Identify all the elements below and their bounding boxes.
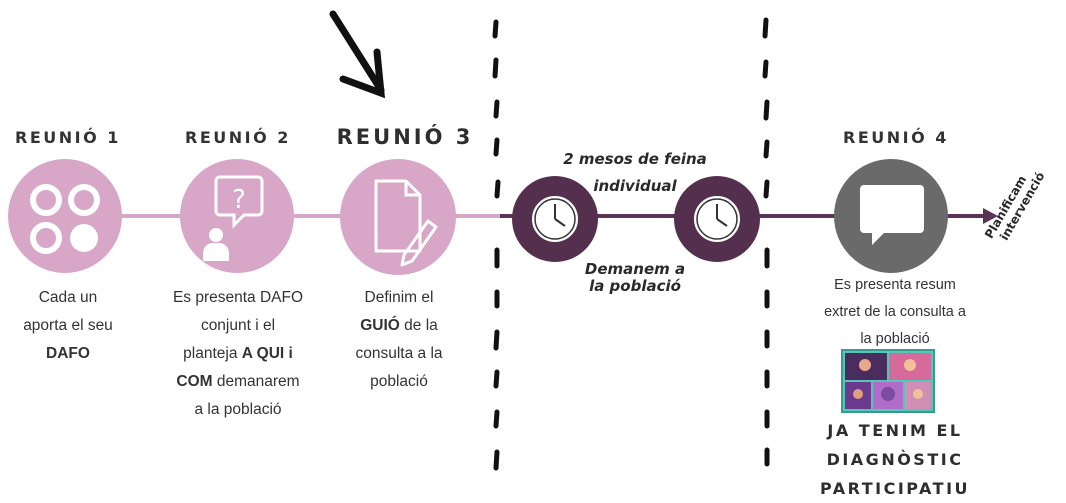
meeting-3-desc-line-1: Definim el	[364, 289, 434, 306]
clock-icon	[530, 194, 580, 244]
meeting-3-description: Definim el GUIÓ de la consulta a la pobl…	[326, 284, 472, 396]
circles-icon	[30, 184, 100, 254]
final-line-1: JA TENIM EL	[827, 421, 963, 440]
video-call-image	[841, 349, 935, 413]
period-line-1: 2 mesos de feina	[563, 150, 707, 168]
meeting-1-desc-line-1: Cada un	[38, 289, 98, 306]
final-text: JA TENIM EL DIAGNÒSTIC PARTICIPATIU	[780, 416, 1010, 503]
speech-bubble-icon	[860, 185, 924, 245]
meeting-4-circle	[834, 159, 948, 273]
period-line-2: individual	[593, 177, 677, 195]
clock-circle-1	[512, 176, 598, 262]
meeting-1-circle	[8, 159, 122, 273]
meeting-1-desc-line-2: aporta el seu	[23, 317, 113, 334]
video-call-illustration	[845, 353, 931, 409]
question-person-icon: ?	[203, 175, 264, 261]
clock-circle-2	[674, 176, 760, 262]
final-line-3: PARTICIPATIU	[819, 479, 971, 498]
meeting-4-title: REUNIÓ 4	[843, 128, 949, 147]
meeting-2-desc-line-3-bold: A QUI i	[241, 345, 293, 362]
timeline-arrowhead	[983, 208, 998, 224]
final-line-2: DIAGNÒSTIC	[826, 450, 964, 469]
meeting-3-circle	[340, 159, 456, 275]
ask-line-1: Demanem a	[584, 260, 686, 278]
meeting-4-desc-line-2: extret de la consulta a	[824, 304, 966, 320]
dashed-separator-right	[762, 17, 770, 467]
meeting-2-desc-line-3-pre: planteja	[183, 345, 242, 362]
meeting-2-desc-line-4-post: demanarem	[212, 373, 300, 390]
pointer-arrow-icon	[329, 10, 386, 99]
meeting-3-desc-line-4: població	[370, 373, 428, 390]
meeting-1-description: Cada un aporta el seu DAFO	[0, 284, 136, 368]
meeting-2-desc-line-1: Es presenta DAFO	[172, 289, 304, 306]
meeting-3-title: REUNIÓ 3	[336, 125, 474, 149]
meeting-4-desc-line-3: la població	[860, 331, 930, 347]
meeting-2-title: REUNIÓ 2	[185, 128, 291, 147]
meeting-1-title: REUNIÓ 1	[15, 128, 121, 147]
meeting-2-desc-line-5: a la població	[194, 401, 282, 418]
meeting-1-desc-bold: DAFO	[46, 345, 90, 362]
meeting-2-description: Es presenta DAFO conjunt i el planteja A…	[150, 284, 326, 424]
meeting-3-desc-line-2-bold: GUIÓ	[360, 317, 400, 334]
meeting-4-description: Es presenta resum extret de la consulta …	[790, 272, 1000, 353]
ask-line-2: la població	[589, 277, 681, 295]
meeting-2-desc-line-4-bold: COM	[176, 373, 213, 390]
dashed-separator-left	[492, 19, 501, 471]
meeting-3-desc-line-2-post: de la	[399, 317, 438, 334]
svg-text:?: ?	[232, 185, 246, 215]
clock-icon	[692, 194, 742, 244]
meeting-4-desc-line-1: Es presenta resum	[834, 277, 956, 293]
document-pencil-icon	[374, 179, 438, 267]
meeting-3-desc-line-3: consulta a la	[355, 345, 443, 362]
meeting-2-desc-line-2: conjunt i el	[200, 317, 276, 334]
meeting-2-circle: ?	[180, 159, 294, 273]
